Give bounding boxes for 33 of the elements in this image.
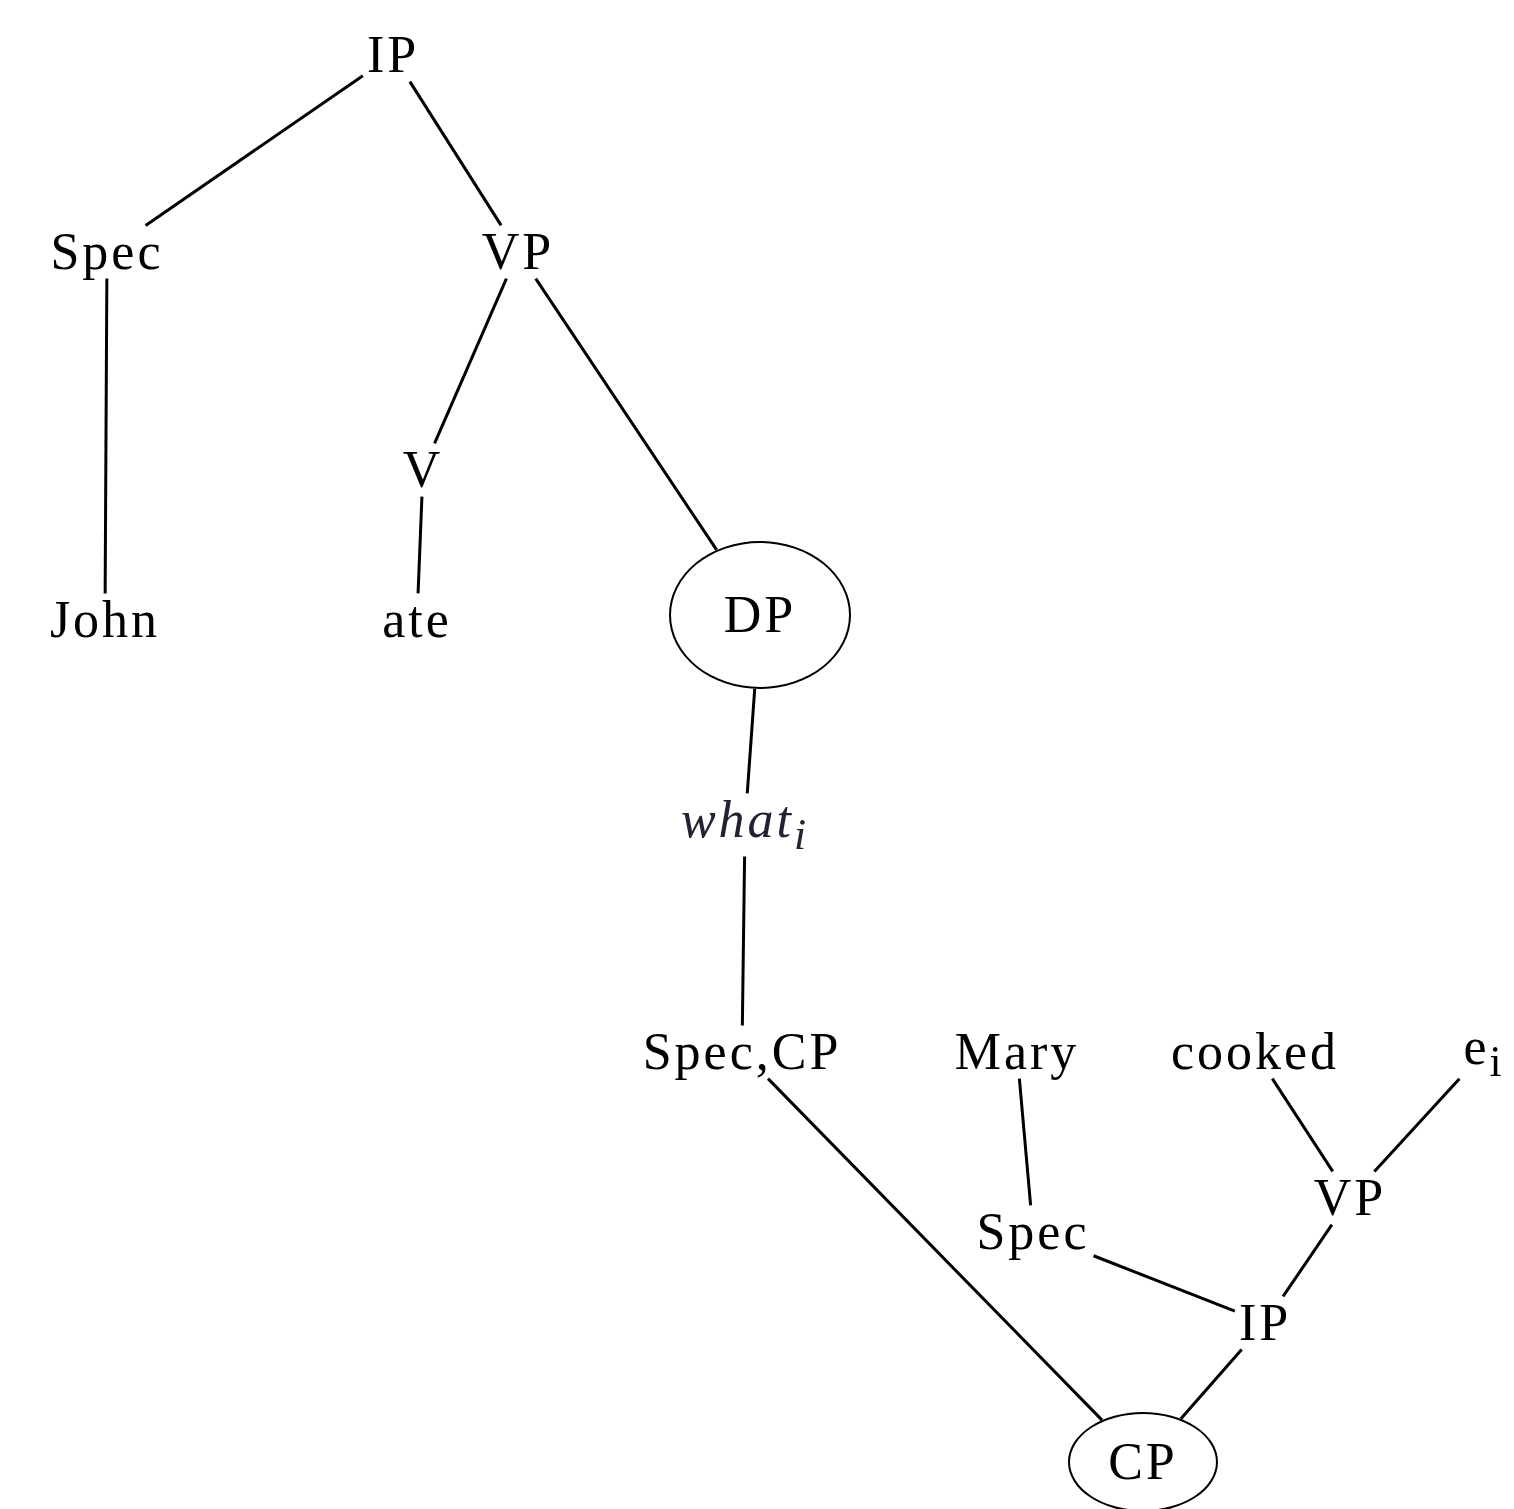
node-label: DP <box>723 586 797 644</box>
tree-branch <box>1017 1078 1033 1206</box>
tree-branch <box>103 278 109 594</box>
tree-branch <box>433 278 508 444</box>
circle-outline <box>1068 1412 1218 1509</box>
node-label: IP <box>366 26 420 84</box>
tree-branch <box>1179 1348 1243 1420</box>
circle-outline <box>669 541 851 689</box>
node-label: IP <box>1238 1294 1292 1352</box>
tree-branch <box>408 80 503 227</box>
tree-branch <box>745 688 757 794</box>
tree-branch <box>766 1077 1104 1422</box>
tree-branch <box>1373 1077 1461 1173</box>
tree-branch <box>534 277 718 551</box>
node-label: ate <box>382 591 452 649</box>
tree-branch <box>1093 1254 1236 1313</box>
tree-branch <box>740 856 747 1026</box>
node-label: Mary <box>954 1023 1080 1081</box>
node-label: John <box>49 591 161 649</box>
tree-branch <box>1271 1077 1334 1173</box>
tree-branch <box>1281 1223 1334 1298</box>
node-label: VP <box>1313 1169 1387 1227</box>
node-label: e$_{i}$ <box>1463 1018 1505 1086</box>
node-label: CP <box>1108 1433 1178 1491</box>
node-label: cooked <box>1170 1023 1340 1081</box>
tree-branch <box>144 74 364 227</box>
node-label: VP <box>481 223 555 281</box>
node-label: Spec <box>50 223 164 281</box>
node-label: what$_{i}$ <box>680 791 810 859</box>
node-label: Spec,CP <box>642 1023 842 1081</box>
node-label: V <box>402 441 444 499</box>
node-label: Spec <box>976 1203 1090 1261</box>
tree-branch <box>416 496 424 594</box>
